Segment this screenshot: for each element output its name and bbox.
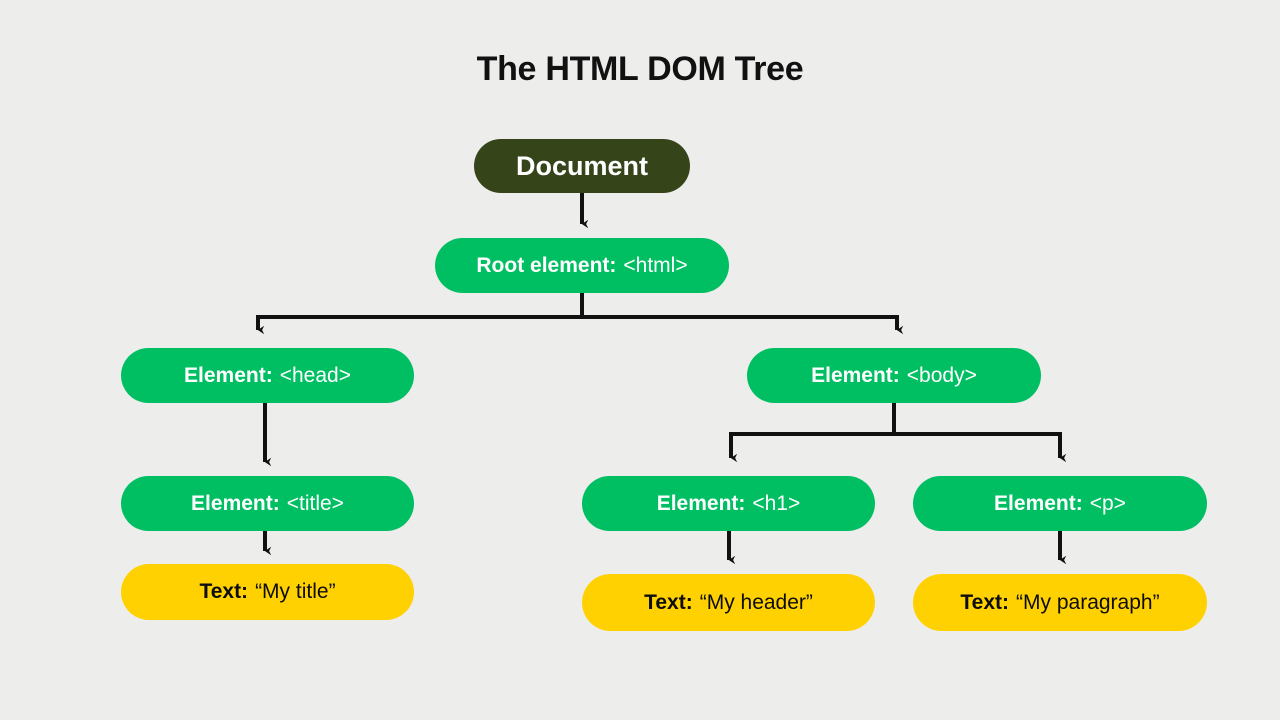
node-element-title[interactable]: Element: <title> bbox=[121, 476, 414, 531]
node-element-head[interactable]: Element: <head> bbox=[121, 348, 414, 403]
node-text-title-label: Text: bbox=[199, 580, 249, 603]
page-title: The HTML DOM Tree bbox=[476, 50, 804, 88]
node-root-element-html[interactable]: Root element: <html> bbox=[435, 238, 729, 293]
node-text-header-label: Text: bbox=[644, 590, 693, 614]
node-text-my-header[interactable]: Text: “My header” bbox=[582, 574, 875, 631]
node-text-paragraph-value: “My paragraph” bbox=[1016, 590, 1160, 614]
node-document[interactable]: Document bbox=[474, 139, 690, 193]
node-body-value: <body> bbox=[906, 363, 977, 387]
node-h1-label: Element: bbox=[656, 491, 746, 515]
node-element-p[interactable]: Element: <p> bbox=[913, 476, 1207, 531]
node-text-my-paragraph[interactable]: Text: “My paragraph” bbox=[913, 574, 1207, 631]
node-text-header-value: “My header” bbox=[699, 590, 813, 614]
node-head-value: <head> bbox=[279, 363, 351, 387]
node-body-label: Element: bbox=[811, 363, 900, 387]
node-h1-value: <h1> bbox=[752, 491, 801, 515]
node-text-paragraph-label: Text: bbox=[960, 590, 1010, 614]
node-html-value: <html> bbox=[623, 253, 688, 277]
node-title-label: Element: bbox=[191, 491, 280, 515]
node-text-title-value: “My title” bbox=[255, 580, 336, 603]
node-document-label: Document bbox=[515, 150, 648, 181]
node-html-label: Root element: bbox=[476, 253, 617, 277]
node-element-body[interactable]: Element: <body> bbox=[747, 348, 1041, 403]
node-head-label: Element: bbox=[184, 363, 273, 387]
node-p-value: <p> bbox=[1089, 491, 1126, 515]
node-element-h1[interactable]: Element: <h1> bbox=[582, 476, 875, 531]
node-p-label: Element: bbox=[994, 491, 1083, 515]
node-title-value: <title> bbox=[286, 491, 344, 515]
node-text-my-title[interactable]: Text: “My title” bbox=[121, 564, 414, 620]
